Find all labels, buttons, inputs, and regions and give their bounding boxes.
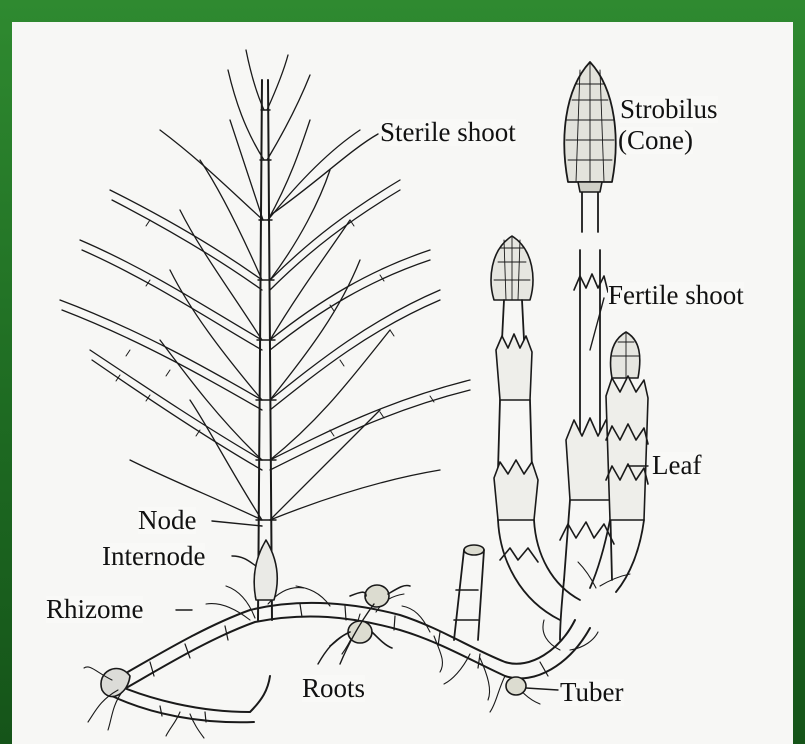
rhizome-drawing [101,603,590,722]
stub-shoot-drawing [454,545,484,640]
label-cone: (Cone) [618,127,693,154]
young-fertile-shoot-drawing [491,236,580,620]
label-internode: Internode [102,543,205,570]
fertile-shoot-drawing [560,62,616,640]
label-node: Node [138,507,196,534]
label-fertile-shoot: Fertile shoot [608,282,744,309]
label-leaf: Leaf [652,452,701,479]
leader-lines [176,134,648,690]
label-tuber: Tuber [560,679,624,706]
label-rhizome: Rhizome [46,596,143,623]
label-strobilus: Strobilus [620,96,718,123]
label-roots: Roots [302,675,365,702]
label-sterile-shoot: Sterile shoot [380,119,516,146]
